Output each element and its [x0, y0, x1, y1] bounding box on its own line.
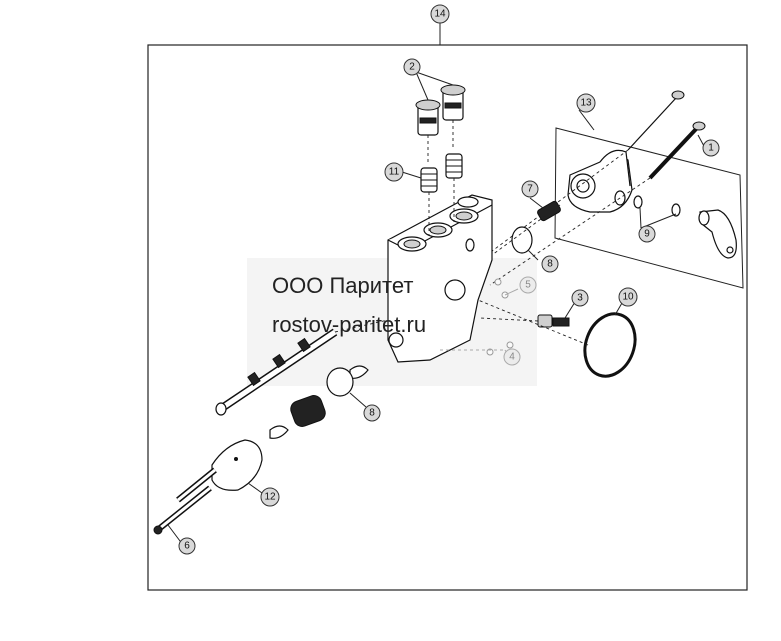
lever-part	[698, 209, 737, 259]
callout-5: 5	[519, 276, 537, 294]
callout-13: 13	[576, 93, 596, 113]
callout-3: 3	[571, 289, 589, 307]
callout-8-lower: 8	[363, 404, 381, 422]
svg-text:3: 3	[577, 293, 583, 304]
svg-text:1: 1	[708, 143, 714, 154]
callout-8-upper: 8	[541, 255, 559, 273]
svg-text:5: 5	[525, 280, 531, 291]
o-ring-10	[583, 312, 637, 378]
cartridge-left	[415, 99, 441, 165]
end-cap-12	[211, 439, 263, 491]
svg-text:4: 4	[509, 352, 515, 363]
callout-4: 4	[503, 348, 521, 366]
svg-text:7: 7	[527, 184, 533, 195]
callout-14: 14	[430, 4, 450, 24]
o-ring-8-lower	[326, 367, 354, 397]
spool	[215, 328, 338, 416]
callout-11: 11	[384, 162, 404, 182]
svg-text:8: 8	[369, 408, 375, 419]
o-ring-8-upper	[511, 226, 533, 254]
svg-text:6: 6	[184, 541, 190, 552]
callout-6: 6	[178, 537, 196, 555]
bolt-upper	[627, 90, 685, 151]
centering-spring	[269, 365, 369, 439]
callout-9: 9	[638, 225, 656, 243]
callout-2: 2	[403, 58, 421, 76]
washers-9	[633, 195, 681, 217]
svg-text:10: 10	[622, 292, 634, 303]
plug-3	[537, 314, 570, 328]
bolt-lower	[648, 121, 706, 180]
cover-housing	[567, 149, 633, 213]
callout-7: 7	[521, 180, 539, 198]
screws-6	[153, 467, 217, 535]
svg-text:2: 2	[409, 62, 415, 73]
callout-1: 1	[702, 139, 720, 157]
svg-text:12: 12	[264, 492, 276, 503]
callout-12: 12	[260, 487, 280, 507]
assembly-frame	[147, 44, 748, 591]
svg-text:14: 14	[434, 9, 446, 20]
small-seals-faded	[486, 278, 514, 356]
springs-11	[420, 153, 463, 193]
svg-text:9: 9	[644, 229, 650, 240]
svg-text:11: 11	[389, 167, 400, 178]
valve-body	[387, 194, 493, 363]
svg-text:8: 8	[547, 259, 553, 270]
callout-10: 10	[618, 287, 638, 307]
watermark-line-2: rostov-paritet.ru	[272, 312, 426, 337]
cartridge-right	[440, 84, 466, 150]
spring-7	[537, 200, 561, 222]
watermark-line-1: ООО Паритет	[272, 273, 413, 298]
svg-text:13: 13	[580, 98, 592, 109]
